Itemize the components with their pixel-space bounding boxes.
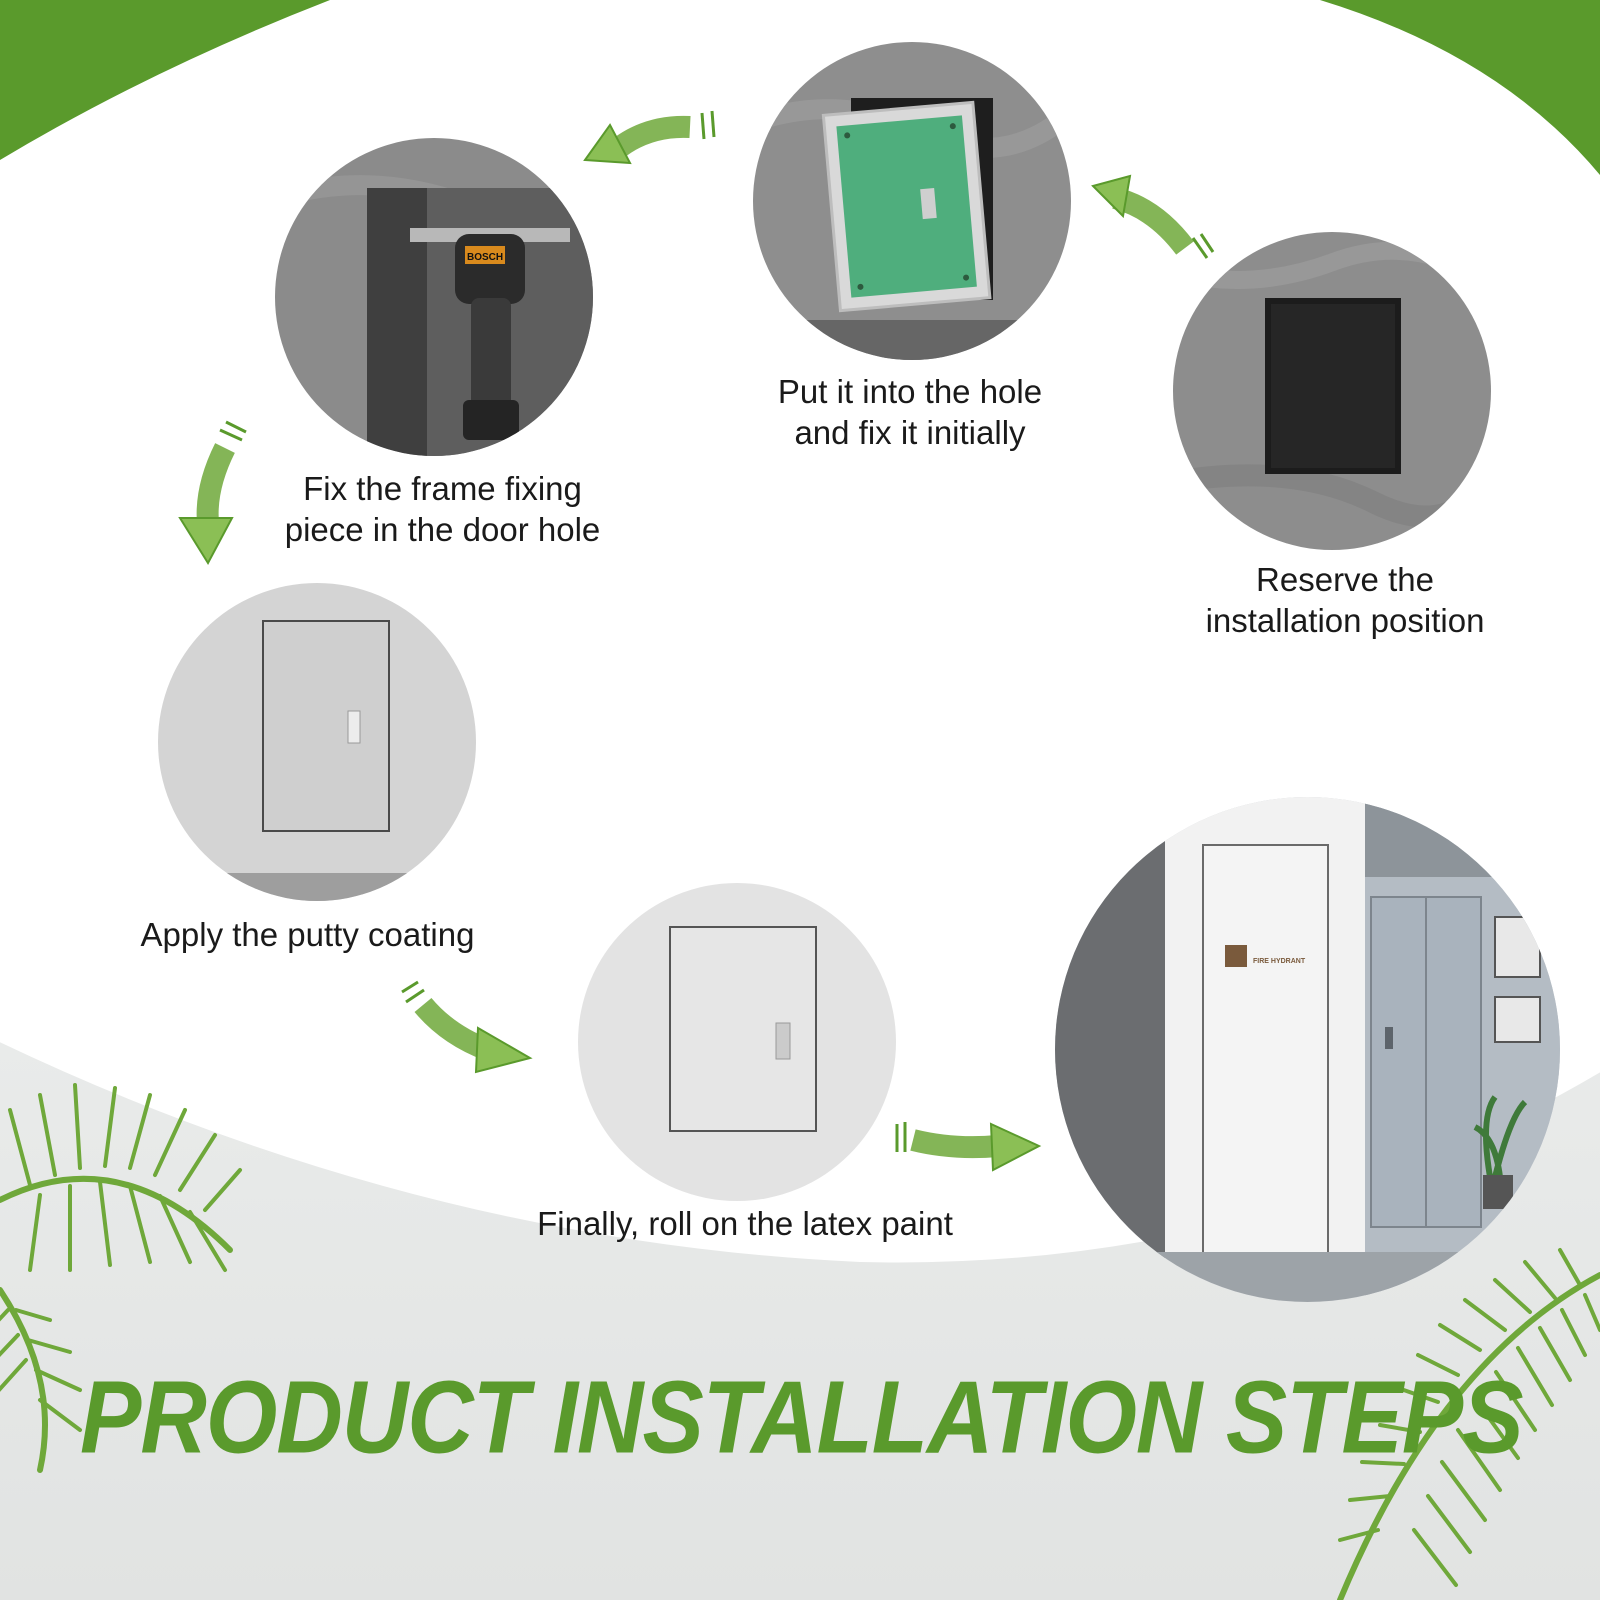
step-2-label: Put it into the hole and fix it initiall… bbox=[720, 371, 1100, 453]
step-1-label-line: installation position bbox=[1205, 602, 1485, 639]
step-2-label-line: Put it into the hole bbox=[777, 373, 1043, 410]
arrow-icon bbox=[401, 980, 533, 1074]
sign-text: FIRE HYDRANT bbox=[1253, 958, 1306, 965]
arrow-icon bbox=[1091, 174, 1215, 259]
arrow-icon bbox=[178, 420, 247, 565]
step-4-label-line: Apply the putty coating bbox=[140, 916, 475, 953]
step-3-label-line: piece in the door hole bbox=[284, 511, 601, 548]
drill-icon bbox=[455, 234, 525, 304]
step-1-label: Reserve the installation position bbox=[1155, 559, 1535, 641]
step-4-photo bbox=[158, 583, 476, 901]
step-5-label: Finally, roll on the latex paint bbox=[495, 1203, 995, 1244]
bottom-band bbox=[0, 1040, 1600, 1600]
step-4-label: Apply the putty coating bbox=[100, 914, 515, 955]
step-3-label: Fix the frame fixing piece in the door h… bbox=[250, 468, 635, 550]
drill-brand-label: BOSCH bbox=[467, 252, 503, 263]
step-3-photo: BOSCH bbox=[275, 138, 593, 456]
corner-swoosh-right bbox=[1320, 0, 1600, 175]
step-1-label-line: Reserve the bbox=[1256, 561, 1434, 598]
step-5-label-line: Finally, roll on the latex paint bbox=[537, 1205, 953, 1242]
step-2-label-line: and fix it initially bbox=[794, 414, 1026, 451]
result-photo: FIRE HYDRANT bbox=[1055, 797, 1560, 1302]
step-3-label-line: Fix the frame fixing bbox=[303, 470, 582, 507]
access-panel-board bbox=[836, 115, 977, 298]
step-1-photo bbox=[1173, 232, 1491, 550]
sign-icon bbox=[1225, 945, 1247, 967]
access-panel bbox=[262, 620, 390, 832]
corner-swoosh-left bbox=[0, 0, 330, 160]
page-title: PRODUCT INSTALLATION STEPS bbox=[80, 1360, 1524, 1476]
plant-icon bbox=[1473, 1095, 1528, 1178]
arrow-icon bbox=[895, 1122, 1042, 1172]
step-5-photo bbox=[578, 883, 896, 1201]
hidden-access-door bbox=[1202, 844, 1329, 1262]
step-2-photo bbox=[753, 42, 1071, 360]
arrow-icon bbox=[583, 110, 716, 165]
access-panel bbox=[669, 926, 817, 1132]
